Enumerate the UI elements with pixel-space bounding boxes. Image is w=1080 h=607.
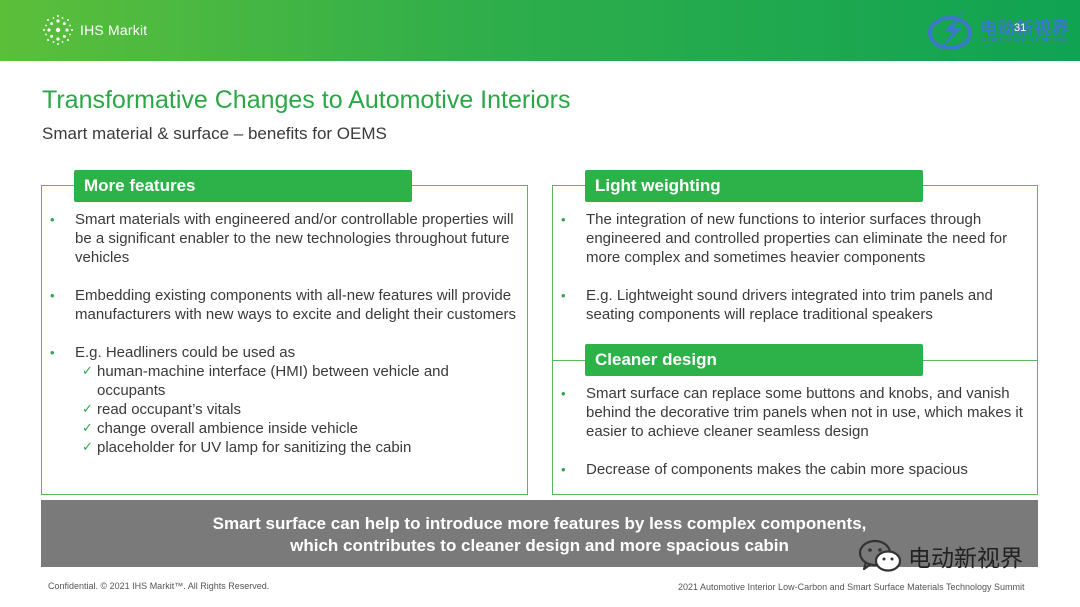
more-features-list: Smart materials with engineered and/or c… xyxy=(41,210,521,457)
summary-banner: Smart surface can help to introduce more… xyxy=(41,500,1038,567)
cleaner-design-list: Smart surface can replace some buttons a… xyxy=(552,384,1032,479)
header-bar: IHS Markit 电动新视界 NEW ELECTRIC HORIZON 31 xyxy=(0,0,1080,61)
watermark-top-cn: 电动新视界 xyxy=(980,19,1070,39)
brand-name: IHS Markit xyxy=(80,22,148,38)
page-number: 31 xyxy=(1014,22,1027,34)
light-weighting-tab: Light weighting xyxy=(585,170,923,202)
check-item: placeholder for UV lamp for sanitizing t… xyxy=(75,438,521,457)
summary-banner-line-1: Smart surface can help to introduce more… xyxy=(212,514,867,533)
wechat-icon xyxy=(858,539,902,572)
list-item: Smart materials with engineered and/or c… xyxy=(41,210,521,267)
check-item: read occupant’s vitals xyxy=(75,400,521,419)
list-item: E.g. Lightweight sound drivers integrate… xyxy=(552,286,1032,324)
more-features-tab: More features xyxy=(74,170,412,202)
page-subtitle: Smart material & surface – benefits for … xyxy=(42,124,387,143)
check-item: human-machine interface (HMI) between ve… xyxy=(75,362,521,400)
footer-event: 2021 Automotive Interior Low-Carbon and … xyxy=(678,582,1025,592)
cleaner-design-tab: Cleaner design xyxy=(585,344,923,376)
lightning-globe-icon xyxy=(928,10,972,52)
headliner-uses-list: human-machine interface (HMI) between ve… xyxy=(75,362,521,457)
watermark-bottom-text: 电动新视界 xyxy=(908,546,1023,572)
check-item: change overall ambience inside vehicle xyxy=(75,419,521,438)
list-item-text: E.g. Headliners could be used as xyxy=(75,344,296,361)
watermark-bottom: 电动新视界 xyxy=(858,538,1023,574)
light-weighting-list: The integration of new functions to inte… xyxy=(552,210,1032,324)
watermark-top-en: NEW ELECTRIC HORIZON xyxy=(982,38,1067,44)
list-item: E.g. Headliners could be used as human-m… xyxy=(41,343,521,457)
watermark-top: 电动新视界 NEW ELECTRIC HORIZON xyxy=(924,8,1074,54)
list-item: Embedding existing components with all-n… xyxy=(41,286,521,324)
ihs-markit-logo-icon xyxy=(43,15,73,45)
summary-banner-line-2: which contributes to cleaner design and … xyxy=(290,536,789,555)
brand: IHS Markit xyxy=(42,14,147,46)
list-item: Decrease of components makes the cabin m… xyxy=(552,460,1032,479)
list-item: The integration of new functions to inte… xyxy=(552,210,1032,267)
page-title: Transformative Changes to Automotive Int… xyxy=(42,86,571,114)
list-item: Smart surface can replace some buttons a… xyxy=(552,384,1032,441)
footer-copyright: Confidential. © 2021 IHS Markit™. All Ri… xyxy=(48,581,270,591)
